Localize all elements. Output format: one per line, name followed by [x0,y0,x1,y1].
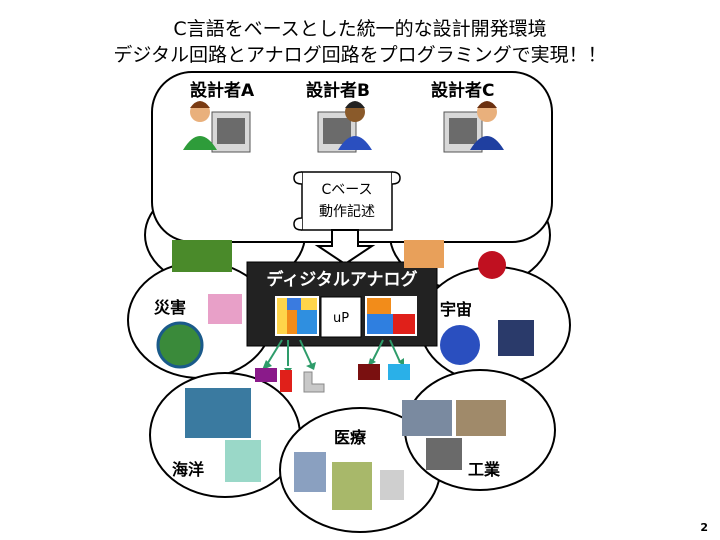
computer-worker-clipart [426,438,462,470]
analog-block [365,296,417,336]
output-arrows [265,339,401,367]
title-line-2: デジタル回路とアナログ回路をプログラミングで実現！！ [113,44,607,66]
output-block-purple [255,368,277,382]
doctor-clipart [332,462,372,510]
down-arrow [314,229,376,266]
domain-label-space: 宇宙 [440,300,473,319]
farm-clipart [172,240,232,272]
scroll-shape [293,171,401,231]
output-block-gray [303,371,325,393]
scroll-line-1: Cベース [321,182,373,198]
up-core [320,296,362,338]
domain-label-industry: 工業 [468,460,501,479]
chip-core-label: uP [332,311,350,326]
output-block-red [280,370,292,392]
output-block-cyan [388,364,410,380]
designer-a-label: 設計者A [190,81,255,101]
phone-clipart [478,251,506,279]
flood-clipart [156,321,204,369]
designer-c-label: 設計者C [431,81,495,101]
designer-b-icon [317,101,372,153]
domain-label-medical: 医療 [334,428,367,447]
planet-clipart [440,325,480,365]
designer-b-label: 設計者B [306,81,370,101]
title-line-1: C言語をベースとした統一的な設計開発環境 [173,18,547,40]
domain-label-ocean: 海洋 [172,460,205,479]
worker-clipart [456,400,506,436]
scroll-line-2: 動作記述 [319,204,375,220]
satellite-clipart [498,320,534,356]
house-clipart [404,240,444,268]
xray-clipart [294,452,326,492]
wave-clipart [185,388,251,438]
chip-title: ディジタルアナログ [266,270,418,290]
equipment-clipart [380,470,404,500]
domain-label-disaster: 災害 [154,298,187,317]
submarine-clipart [225,440,261,482]
domain-ellipse-space [419,266,571,384]
digital-block [275,296,319,336]
page-number: 2 [700,521,708,534]
burning-house-clipart [208,294,242,324]
machine-clipart [402,400,452,436]
designer-c-icon [443,101,504,153]
output-block-darkred [358,364,380,380]
designer-a-icon [183,101,251,153]
